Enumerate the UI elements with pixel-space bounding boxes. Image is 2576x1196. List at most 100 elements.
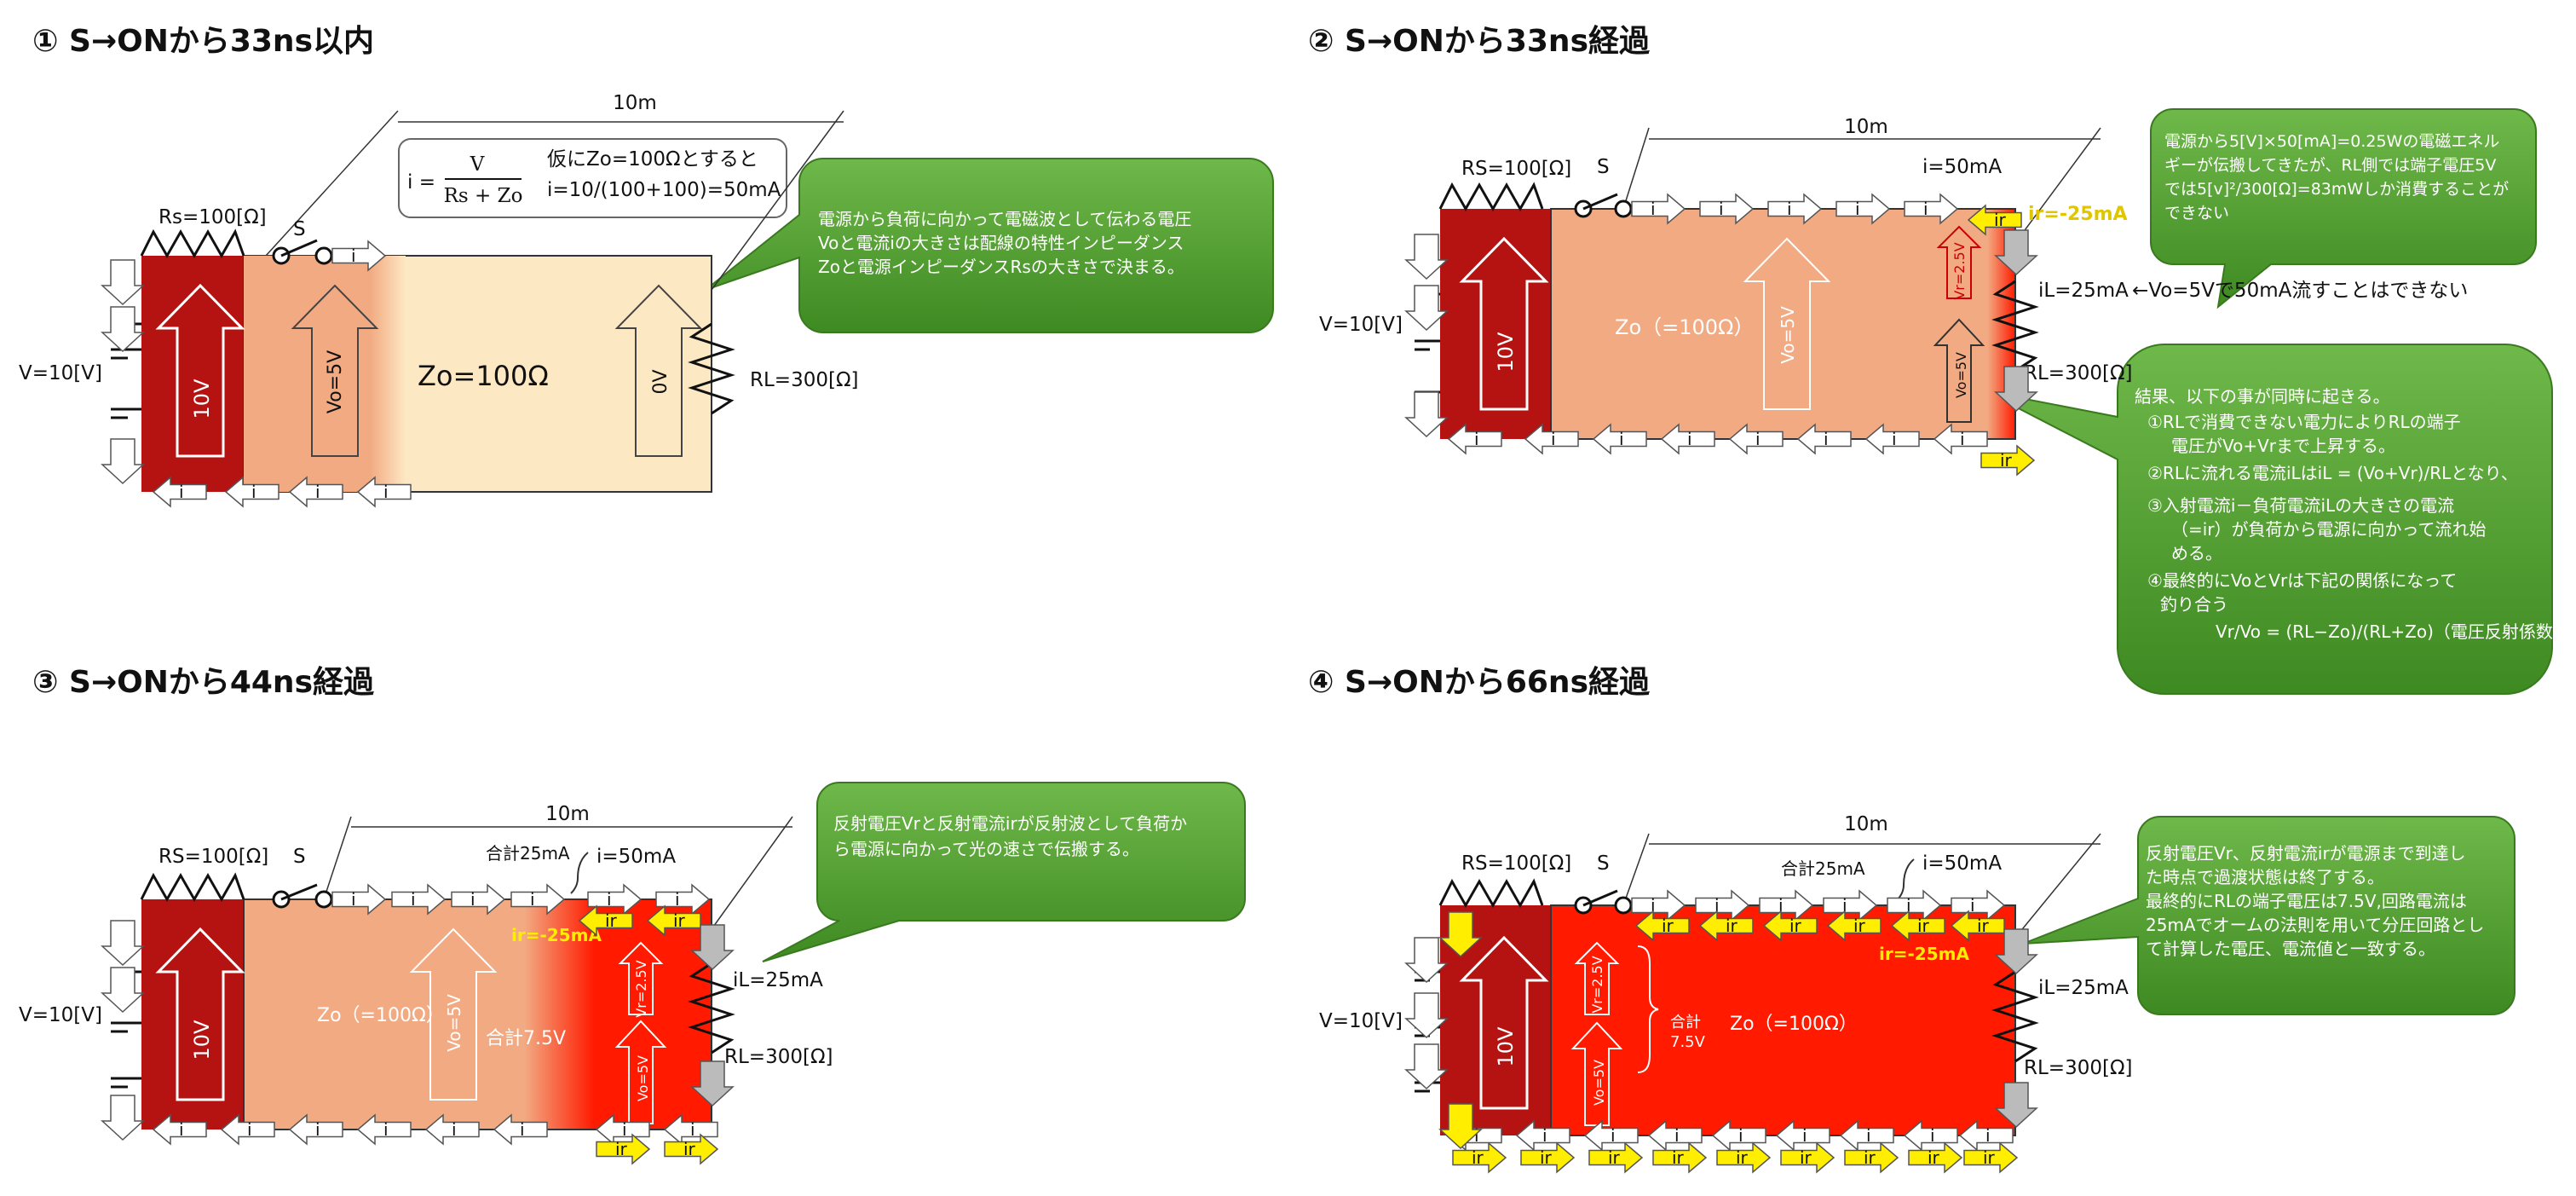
panel-3-rl-resistor xyxy=(688,962,735,1054)
p4-bottom-ir-5-arrow-label: ir xyxy=(1800,1147,1812,1168)
p4-bottom-i-0-arrow-label: i xyxy=(1474,1125,1479,1146)
p2-left-down-arrow-1 xyxy=(1404,285,1449,332)
panel-2-source-voltage-label: 10V xyxy=(1494,332,1518,373)
panel-2-rs-label: RS=100[Ω] xyxy=(1461,158,1571,180)
panel-3-switch-contact xyxy=(314,890,333,909)
panel-4-sum-i-label: 合計25mA xyxy=(1781,858,1865,879)
p1-top-i-arrow-label: i xyxy=(351,246,356,266)
p4-bottom-ir-0-arrow xyxy=(1452,1141,1507,1174)
p4-right-down-arrow-2 xyxy=(1994,1082,2038,1129)
panel-4-source-voltage-arrow xyxy=(1459,935,1549,1110)
panel-2-switch-label: S xyxy=(1597,156,1610,178)
panel-3-sum-i-label: 合計25mA xyxy=(486,843,570,864)
p2-bottom-i-2-arrow-label: i xyxy=(1619,429,1624,449)
panel-3-vo-arrow xyxy=(409,927,498,1101)
panel-4-ir-label: ir=-25mA xyxy=(1879,944,1969,964)
p3-bottom-i-6-arrow xyxy=(595,1113,650,1146)
p3-right-down-arrow-2 xyxy=(690,1060,735,1107)
p1-bottom-i-1-arrow-label: i xyxy=(251,482,256,502)
p2-top-i-1-arrow xyxy=(1699,193,1755,225)
panel-3-vo-label: Vo=5V xyxy=(444,994,464,1052)
p1-left-down-arrow-1 xyxy=(101,306,145,353)
p2-bottom-i-2-arrow xyxy=(1592,423,1647,455)
p4-top-ir-0-arrow xyxy=(1634,910,1690,942)
panel-3-i-label: i=50mA xyxy=(596,846,676,868)
p3-top-i-2-arrow xyxy=(451,883,506,916)
p4-bottom-i-2-arrow-label: i xyxy=(1611,1125,1616,1146)
p1-bottom-i-0-arrow xyxy=(152,476,207,508)
panel-2-i-label: i=50mA xyxy=(1922,156,2002,178)
panel-2-switch-blade xyxy=(1582,193,1618,211)
p1-bottom-i-1-arrow xyxy=(224,476,279,508)
panel-4-vo-label: Vo=5V xyxy=(1591,1060,1607,1106)
panel-2-ir-label: ir=-25mA xyxy=(2028,204,2128,225)
panel-2-vo-label: Vo=5V xyxy=(1778,306,1798,364)
p2-bottom-i-7-arrow xyxy=(1933,423,1988,455)
panel-3-source-voltage-arrow xyxy=(155,927,245,1101)
p3-bottom-i-5-arrow xyxy=(493,1113,548,1146)
p2-bottom-i-1-arrow-label: i xyxy=(1551,429,1556,449)
p2-top-i-3-arrow-label: i xyxy=(1855,199,1860,219)
p3-bottom-i-4-arrow-label: i xyxy=(452,1119,457,1140)
p2-bottom-i-3-arrow-label: i xyxy=(1687,429,1692,449)
p2-top-ir-arrow xyxy=(1967,204,2022,236)
panel-1-rl-resistor xyxy=(688,322,735,415)
p2-bottom-i-5-arrow xyxy=(1796,423,1852,455)
panel-4-length-label: 10m xyxy=(1844,813,1888,835)
p4-bottom-i-8-arrow-label: i xyxy=(1985,1125,1991,1146)
formula-denominator: Rs + Zo xyxy=(444,185,523,207)
p1-bottom-i-2-arrow xyxy=(288,476,343,508)
p2-right-down-arrow-2 xyxy=(1994,366,2038,413)
panel-4-rs-resistor xyxy=(1438,878,1544,909)
p2-bottom-i-4-arrow xyxy=(1728,423,1784,455)
p4-top-ir-1-arrow xyxy=(1698,910,1754,942)
panel-2-rl-resistor xyxy=(1991,280,2039,373)
panel-2-vr-arrow xyxy=(1936,225,1982,299)
p2-bottom-i-7-arrow-label: i xyxy=(1960,429,1965,449)
panel-3-ir-label: ir=-25mA xyxy=(511,925,602,945)
formula-note-1: 仮にZo=100Ωとすると xyxy=(547,148,758,170)
panel-4-callout-text: 反射電圧Vr、反射電流irが電源まで到達し た時点で過渡状態は終了する。 最終的… xyxy=(2146,843,2490,959)
panel-4-vr-arrow xyxy=(1574,941,1620,1015)
p4-top-i-0-arrow xyxy=(1631,889,1686,922)
p1-bottom-i-3-arrow xyxy=(356,476,412,508)
p4-top-i-5-arrow-label: i xyxy=(1970,895,1975,916)
panel-4: ④ S→ONから66ns経過 反射電圧Vr、反射電流irが電源まで到達し た時点… xyxy=(1308,665,2515,1174)
p2-bottom-i-3-arrow xyxy=(1660,423,1715,455)
p2-top-i-1-arrow-label: i xyxy=(1719,199,1724,219)
panel-4-rl-label: RL=300[Ω] xyxy=(2024,1057,2133,1079)
p2-bottom-i-4-arrow-label: i xyxy=(1755,429,1761,449)
p4-bottom-ir-8-arrow-label: ir xyxy=(1983,1147,1996,1168)
p3-top-i-5-arrow xyxy=(655,883,711,916)
panel-4-line-label: Zo（=100Ω） xyxy=(1730,1014,1858,1035)
panel-2-title: ② S→ONから33ns経過 xyxy=(1308,24,1651,59)
panel-3-switch-blade xyxy=(280,883,318,901)
p4-top-ir-4-arrow-label: ir xyxy=(1917,916,1930,936)
p3-top-i-1-arrow xyxy=(391,883,447,916)
p4-bottom-ir-2-arrow-label: ir xyxy=(1608,1147,1621,1168)
p4-top-i-2-arrow-label: i xyxy=(1778,895,1784,916)
panel-4-voltage-label: V=10[V] xyxy=(1319,1010,1403,1032)
panel-3-vr-arrow xyxy=(618,941,664,1015)
p4-bottom-i-6-arrow-label: i xyxy=(1866,1125,1871,1146)
p3-left-down-arrow-2 xyxy=(101,1095,145,1141)
p4-bottom-ir-0-arrow-label: ir xyxy=(1472,1147,1484,1168)
p3-top-ir-2-arrow-label: ir xyxy=(673,910,686,931)
p4-top-ir-5-arrow-label: ir xyxy=(1977,916,1990,936)
p4-bottom-ir-6-arrow-label: ir xyxy=(1864,1147,1876,1168)
p4-top-i-0-arrow-label: i xyxy=(1651,895,1656,916)
panel-4-callout xyxy=(2022,816,2515,1015)
p2-bottom-i-6-arrow xyxy=(1864,423,1920,455)
p2-bottom-i-5-arrow-label: i xyxy=(1824,429,1829,449)
p3-left-down-arrow-1 xyxy=(101,967,145,1014)
panel-4-sum-brace xyxy=(1896,858,1915,901)
p4-bottom-ir-6-arrow xyxy=(1844,1141,1899,1174)
p3-top-i-2-arrow-label: i xyxy=(470,889,475,910)
panel-3-sum-brace xyxy=(570,852,589,894)
p2-top-i-2-arrow xyxy=(1767,193,1823,225)
p3-bottom-i-2-arrow-label: i xyxy=(315,1119,320,1140)
p1-left-down-arrow-2 xyxy=(101,438,145,485)
p4-bottom-ir-8-arrow xyxy=(1963,1141,2019,1174)
p3-bottom-ir-2-arrow-label: ir xyxy=(683,1139,696,1159)
